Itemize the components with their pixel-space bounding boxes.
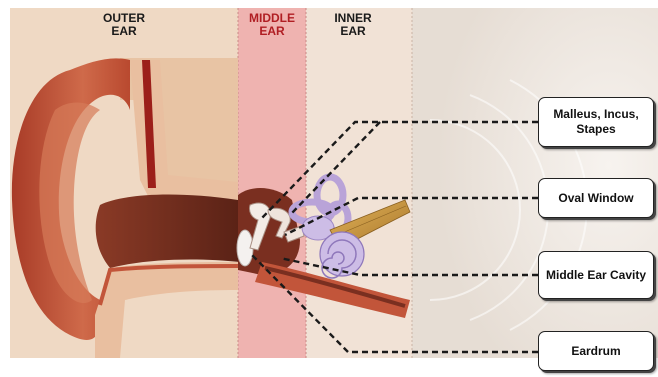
middle-ear-zone [238, 8, 306, 358]
middle-ear-label: MIDDLE EAR [240, 12, 304, 38]
inner-ear-label: INNER EAR [326, 12, 380, 38]
ear-canal [96, 195, 240, 268]
callout-ossicles: Malleus, Incus, Stapes [538, 97, 654, 147]
callout-oval-window: Oval Window [538, 178, 654, 218]
callout-eardrum: Eardrum [538, 331, 654, 371]
outer-ear-label: OUTER EAR [98, 12, 150, 38]
callout-middle-ear-cavity: Middle Ear Cavity [538, 251, 654, 299]
